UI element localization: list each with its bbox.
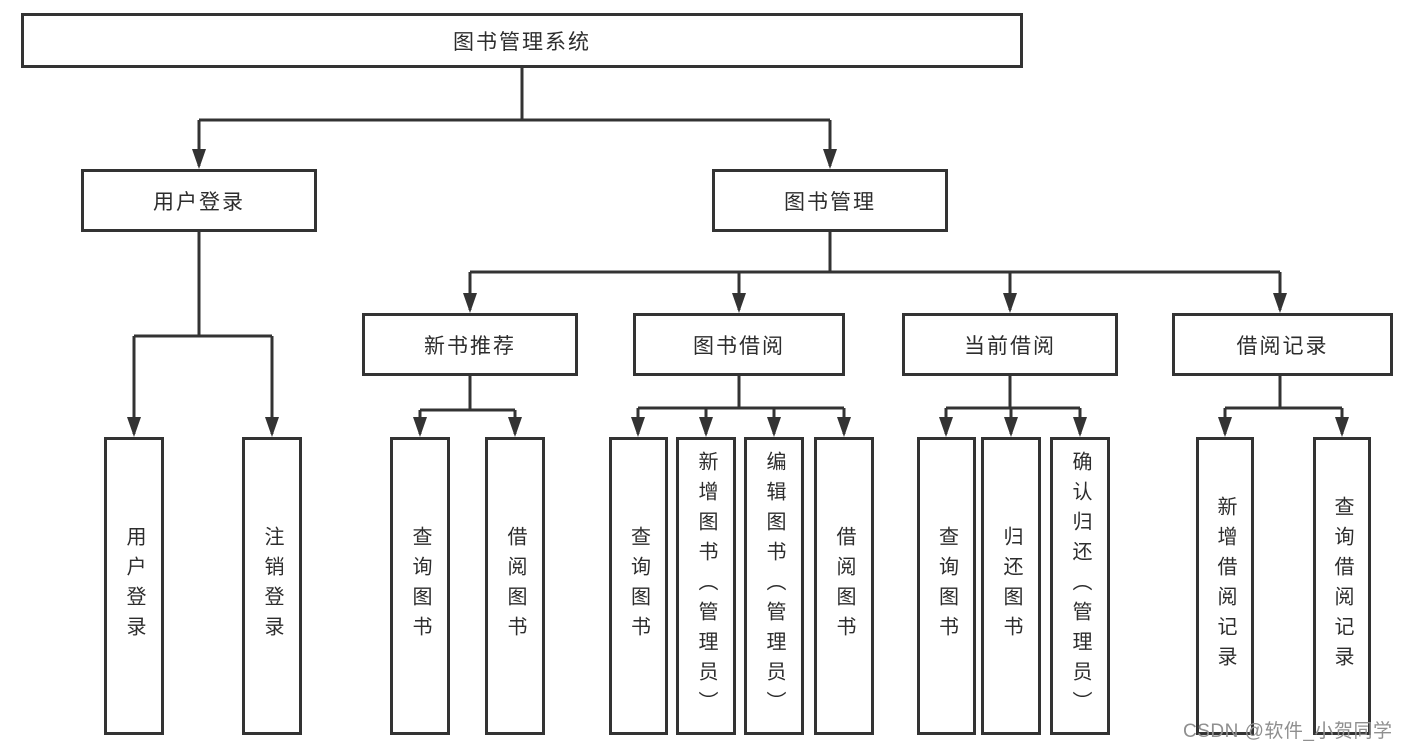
leaf-bb-add-book-admin-label: 新增图书（管理员） (695, 451, 717, 721)
node-borrow-record: 借阅记录 (1172, 313, 1393, 376)
node-new-book-recommend-label: 新书推荐 (424, 334, 516, 358)
leaf-user-login: 用户登录 (104, 437, 164, 735)
leaf-cb-return-book-label: 归还图书 (1000, 526, 1022, 646)
node-book-borrow: 图书借阅 (633, 313, 845, 376)
arrow-down-icon (837, 417, 851, 437)
leaf-bb-borrow-book: 借阅图书 (814, 437, 874, 735)
leaf-nb-query-book: 查询图书 (390, 437, 450, 735)
arrow-down-icon (265, 417, 279, 437)
leaf-cb-return-book: 归还图书 (981, 437, 1041, 735)
arrow-down-icon (1273, 293, 1287, 313)
leaf-logout-label: 注销登录 (261, 526, 283, 646)
node-book-management: 图书管理 (712, 169, 948, 232)
leaf-br-query-record-label: 查询借阅记录 (1331, 496, 1353, 676)
arrowheads (127, 149, 1349, 437)
node-new-book-recommend: 新书推荐 (362, 313, 578, 376)
leaf-bb-add-book-admin: 新增图书（管理员） (676, 437, 736, 735)
arrow-down-icon (939, 417, 953, 437)
leaf-logout: 注销登录 (242, 437, 302, 735)
arrow-down-icon (699, 417, 713, 437)
leaf-bb-query-book-label: 查询图书 (627, 526, 650, 646)
arrow-down-icon (823, 149, 837, 169)
arrow-down-icon (1004, 417, 1018, 437)
arrow-down-icon (1073, 417, 1087, 437)
node-root: 图书管理系统 (21, 13, 1023, 68)
connector-path (132, 68, 1344, 434)
leaf-br-add-record-label: 新增借阅记录 (1214, 496, 1236, 676)
arrow-down-icon (732, 293, 746, 313)
arrow-down-icon (1003, 293, 1017, 313)
node-user-login-label: 用户登录 (153, 190, 245, 214)
arrow-down-icon (631, 417, 645, 437)
leaf-cb-confirm-return-admin-label: 确认归还（管理员） (1069, 451, 1091, 721)
arrow-down-icon (1218, 417, 1232, 437)
leaf-nb-borrow-book-label: 借阅图书 (504, 526, 526, 646)
arrow-down-icon (463, 293, 477, 313)
arrow-down-icon (1335, 417, 1349, 437)
leaf-nb-borrow-book: 借阅图书 (485, 437, 545, 735)
leaf-bb-borrow-book-label: 借阅图书 (833, 526, 855, 646)
node-borrow-record-label: 借阅记录 (1236, 334, 1329, 358)
arrow-down-icon (127, 417, 141, 437)
arrow-down-icon (767, 417, 781, 437)
node-root-label: 图书管理系统 (453, 30, 591, 54)
leaf-br-query-record: 查询借阅记录 (1313, 437, 1371, 735)
arrow-down-icon (192, 149, 206, 169)
arrow-down-icon (508, 417, 522, 437)
leaf-bb-edit-book-admin: 编辑图书（管理员） (744, 437, 804, 735)
leaf-br-add-record: 新增借阅记录 (1196, 437, 1254, 735)
leaf-cb-query-book: 查询图书 (917, 437, 976, 735)
leaf-cb-query-book-label: 查询图书 (935, 526, 958, 646)
leaf-nb-query-book-label: 查询图书 (409, 526, 431, 646)
csdn-watermark: CSDN @软件_小贺同学 (1183, 721, 1393, 742)
node-current-borrow: 当前借阅 (902, 313, 1118, 376)
node-current-borrow-label: 当前借阅 (964, 334, 1056, 358)
leaf-cb-confirm-return-admin: 确认归还（管理员） (1050, 437, 1110, 735)
node-user-login: 用户登录 (81, 169, 317, 232)
node-book-borrow-label: 图书借阅 (693, 334, 785, 358)
leaf-user-login-label: 用户登录 (123, 526, 145, 646)
arrow-down-icon (413, 417, 427, 437)
leaf-bb-edit-book-admin-label: 编辑图书（管理员） (763, 451, 785, 721)
node-book-management-label: 图书管理 (784, 190, 876, 214)
leaf-bb-query-book: 查询图书 (609, 437, 668, 735)
